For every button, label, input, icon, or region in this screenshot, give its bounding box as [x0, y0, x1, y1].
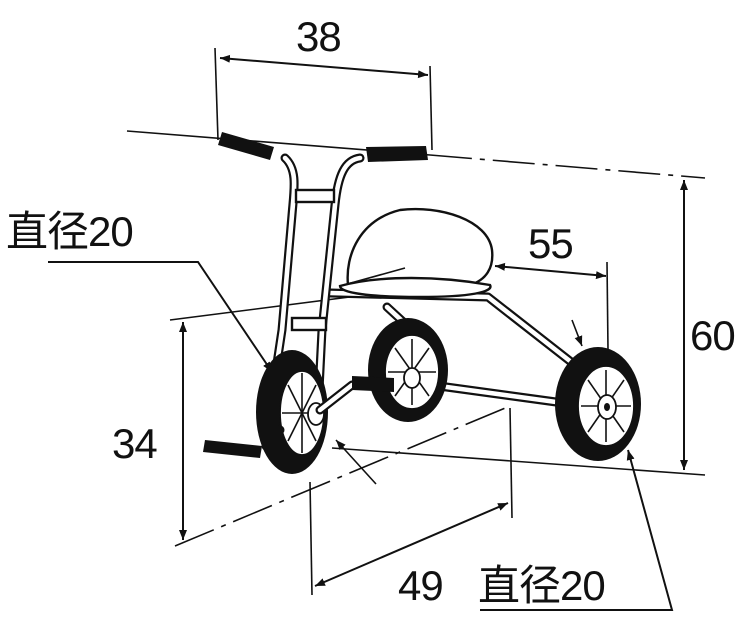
- seat: [338, 207, 494, 299]
- depth-label: 49: [398, 562, 443, 609]
- handlebar-width-arrow: [219, 54, 429, 79]
- rear-right-wheel: [555, 347, 641, 461]
- handlebar-grips: [218, 132, 428, 162]
- rear-left-wheel: [368, 318, 448, 422]
- height-total-label: 60: [690, 312, 735, 359]
- front-fork: [271, 153, 365, 415]
- depth-arrow: [314, 502, 509, 587]
- pedals: [203, 376, 394, 458]
- leader-lines: [48, 261, 674, 611]
- wheelbase-arrow: [494, 262, 607, 280]
- wheelbase-label: 55: [528, 220, 573, 267]
- front-wheel-diameter-label: 直径20: [6, 208, 133, 255]
- tricycle-illustration: [203, 132, 641, 474]
- dimension-labels: 38 60 55 34 49 直径20 直径20: [6, 13, 736, 609]
- rear-wheel-diameter-label: 直径20: [478, 562, 605, 609]
- handlebar-width-label: 38: [296, 13, 341, 60]
- dimension-arrows: [179, 54, 688, 587]
- seat-height-label: 34: [112, 420, 157, 467]
